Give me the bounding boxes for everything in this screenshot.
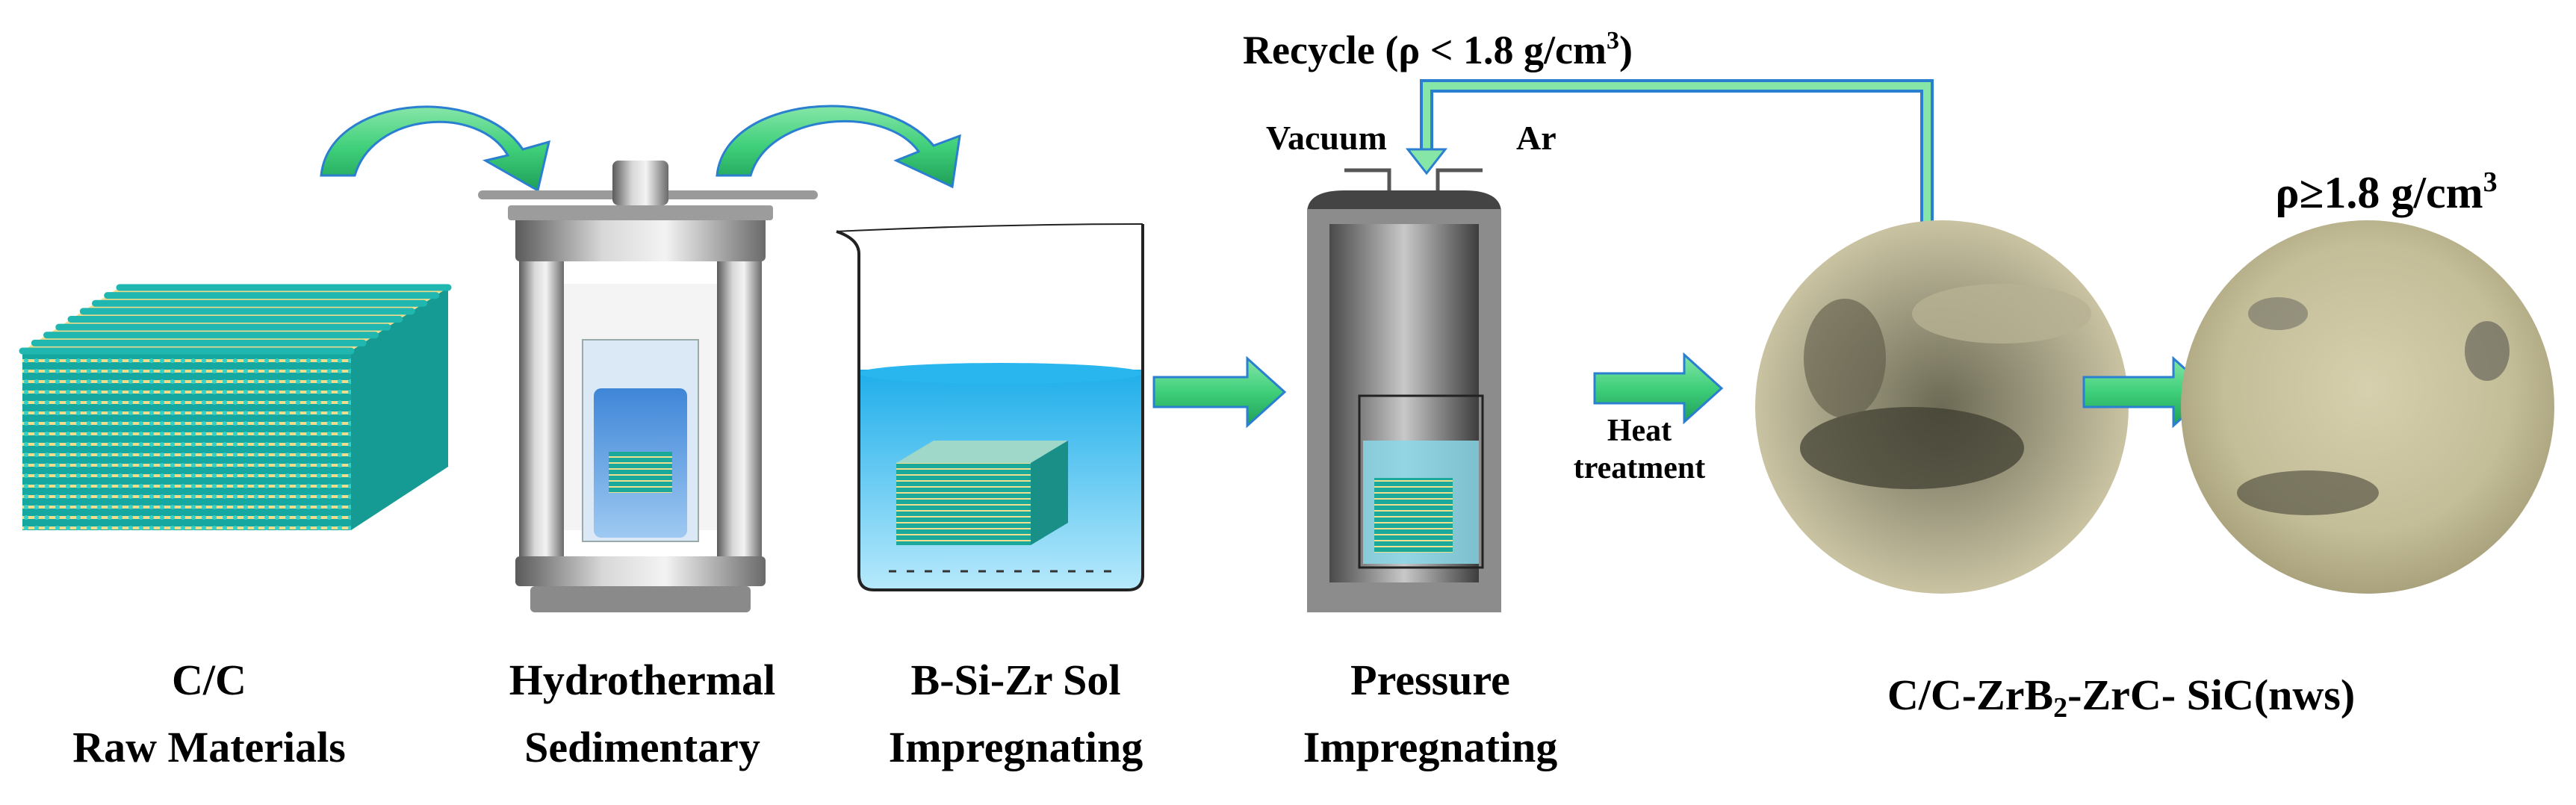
straight-arrow-2 xyxy=(1593,352,1724,425)
vacuum-label: Vacuum xyxy=(1266,119,1387,157)
curved-arrow-1 xyxy=(320,105,551,193)
argon-label: Ar xyxy=(1516,119,1557,157)
step-3-line1: B-Si-Zr Sol xyxy=(911,656,1121,704)
product-label: C/C-ZrB2-ZrC- SiC(nws) xyxy=(1887,671,2355,724)
sample-photo-after xyxy=(2181,220,2554,594)
step-4-line1: Pressure xyxy=(1350,656,1510,704)
step-2-line2: Sedimentary xyxy=(524,723,760,771)
heat-treatment-line2: treatment xyxy=(1574,451,1705,485)
final-density-label: ρ≥1.8 g/cm3 xyxy=(2275,167,2497,217)
sol-beaker xyxy=(836,223,1144,591)
step-3-line2: Impregnating xyxy=(889,723,1143,771)
step-4-line2: Impregnating xyxy=(1303,723,1558,771)
step-1-line2: Raw Materials xyxy=(72,723,346,771)
step-2-line1: Hydrothermal xyxy=(509,656,776,704)
recycle-loop-arrow xyxy=(1405,79,1934,250)
step-1-line1: C/C xyxy=(172,656,246,704)
heat-treatment-line1: Heat xyxy=(1607,414,1672,448)
straight-arrow-1 xyxy=(1152,355,1287,429)
sample-photo-before xyxy=(1755,220,2129,594)
pressure-vessel xyxy=(1307,168,1501,612)
hydrothermal-autoclave xyxy=(478,161,818,612)
cc-raw-material-block xyxy=(19,284,452,530)
recycle-label: Recycle (ρ < 1.8 g/cm3) xyxy=(1243,27,1633,72)
curved-arrow-2 xyxy=(716,105,961,189)
